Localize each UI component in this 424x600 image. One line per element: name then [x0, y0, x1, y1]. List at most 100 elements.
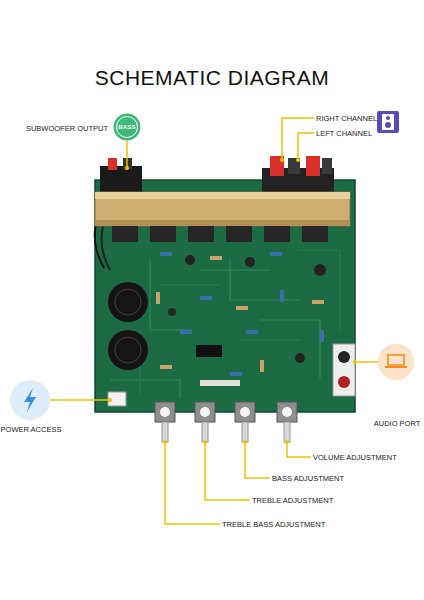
- badge-circle: [114, 114, 141, 141]
- potentiometer: [235, 402, 255, 422]
- callout-label: SUBWOOFER OUTPUT: [10, 124, 108, 133]
- resistor: [156, 292, 160, 304]
- heat-sink: [95, 192, 350, 199]
- callout-label: BASS ADJUSTMENT: [272, 474, 344, 483]
- speaker-terminal: [270, 156, 284, 176]
- rca-jack: [338, 376, 350, 388]
- leader-dot: [280, 158, 284, 162]
- resistor: [156, 252, 324, 386]
- leader-line: [298, 133, 314, 160]
- power-connector: [108, 392, 126, 406]
- potentiometer: [155, 402, 175, 422]
- leader-dot: [125, 166, 129, 170]
- capacitor: [245, 257, 255, 267]
- resistor: [160, 252, 172, 256]
- capacitor: [168, 308, 176, 316]
- callout-label: VOLUME ADJUSTMENT: [313, 453, 397, 462]
- leader-line: [245, 442, 270, 478]
- leader-dot: [163, 440, 167, 444]
- laptop-icon: [378, 344, 414, 380]
- leader-line: [287, 442, 311, 457]
- subwoofer-terminal: [108, 158, 117, 170]
- leader-dot: [108, 398, 112, 402]
- resistor: [210, 256, 222, 260]
- power-icon: [10, 380, 50, 420]
- capacitor: [108, 330, 148, 370]
- leader-dot: [296, 158, 300, 162]
- resistor: [230, 372, 242, 376]
- power-icon: [24, 388, 36, 412]
- capacitor: [115, 289, 141, 315]
- callout-label: LEFT CHANNEL: [316, 129, 372, 138]
- resistor: [270, 252, 282, 256]
- speaker-icon: [377, 111, 399, 133]
- resistor: [312, 300, 324, 304]
- power-transistor: [226, 226, 252, 242]
- potentiometer: [277, 402, 297, 422]
- heat-sink: [95, 192, 350, 226]
- resistor: [200, 296, 212, 300]
- leader-dot: [353, 360, 357, 364]
- capacitor: [185, 255, 195, 265]
- pcb-board: [110, 260, 320, 398]
- power-icon: [10, 380, 50, 420]
- leader-dot: [285, 440, 289, 444]
- speaker-terminal: [306, 156, 320, 176]
- callout-label: AUDIO PORT: [371, 419, 423, 428]
- resistor: [280, 290, 284, 302]
- leader-dot: [203, 440, 207, 444]
- callout-label: TREBLE BASS ADJUSTMENT: [222, 520, 325, 529]
- resistor: [236, 306, 248, 310]
- resistor: [180, 330, 192, 334]
- capacitor: [115, 337, 141, 363]
- potentiometer: [282, 407, 292, 417]
- callout-label: TREBLE ADJUSTMENT: [252, 496, 333, 505]
- rca-jack: [338, 351, 350, 363]
- leader-line: [126, 141, 128, 168]
- potentiometer: [242, 422, 248, 442]
- leader-dot: [243, 440, 247, 444]
- speaker-icon: [386, 116, 390, 120]
- ic-chip: [196, 345, 222, 357]
- leader-line: [165, 442, 220, 524]
- resistor: [260, 360, 264, 372]
- potentiometer: [195, 402, 215, 422]
- resistor: [320, 330, 324, 342]
- potentiometer: [155, 402, 297, 442]
- pcb-board: [95, 180, 355, 412]
- power-transistor: [112, 226, 328, 242]
- laptop-icon: [388, 355, 404, 365]
- resistor: [160, 365, 172, 369]
- leader-dot: [108, 158, 357, 444]
- speaker-icon: [382, 114, 394, 130]
- resistor: [200, 380, 240, 386]
- potentiometer: [200, 407, 210, 417]
- power-transistor: [188, 226, 214, 242]
- leader-line: [355, 361, 378, 363]
- badge-text: BASS: [113, 113, 141, 141]
- speaker-terminal: [322, 158, 332, 174]
- potentiometer: [284, 422, 290, 442]
- power-transistor: [302, 226, 328, 242]
- rca-jack: [333, 344, 355, 396]
- leader-line: [282, 118, 314, 160]
- diagram-title: SCHEMATIC DIAGRAM: [0, 66, 424, 90]
- power-connector: [108, 392, 126, 406]
- potentiometer: [162, 422, 168, 442]
- pcb-board: [140, 250, 340, 395]
- callout-label: RIGHT CHANNEL: [316, 114, 377, 123]
- heat-sink: [95, 220, 350, 226]
- heat-sink: [95, 192, 350, 226]
- speaker-icon: [377, 111, 399, 133]
- ic-chip: [196, 345, 222, 357]
- power-transistor: [150, 226, 176, 242]
- potentiometer: [160, 407, 170, 417]
- laptop-icon: [378, 344, 414, 380]
- capacitor: [314, 264, 326, 276]
- speaker-icon: [385, 122, 391, 128]
- power-transistor: [112, 226, 138, 242]
- leader-line: [50, 399, 110, 401]
- resistor: [246, 330, 258, 334]
- rca-jack: [333, 344, 355, 396]
- bass-badge: BASS: [113, 113, 141, 141]
